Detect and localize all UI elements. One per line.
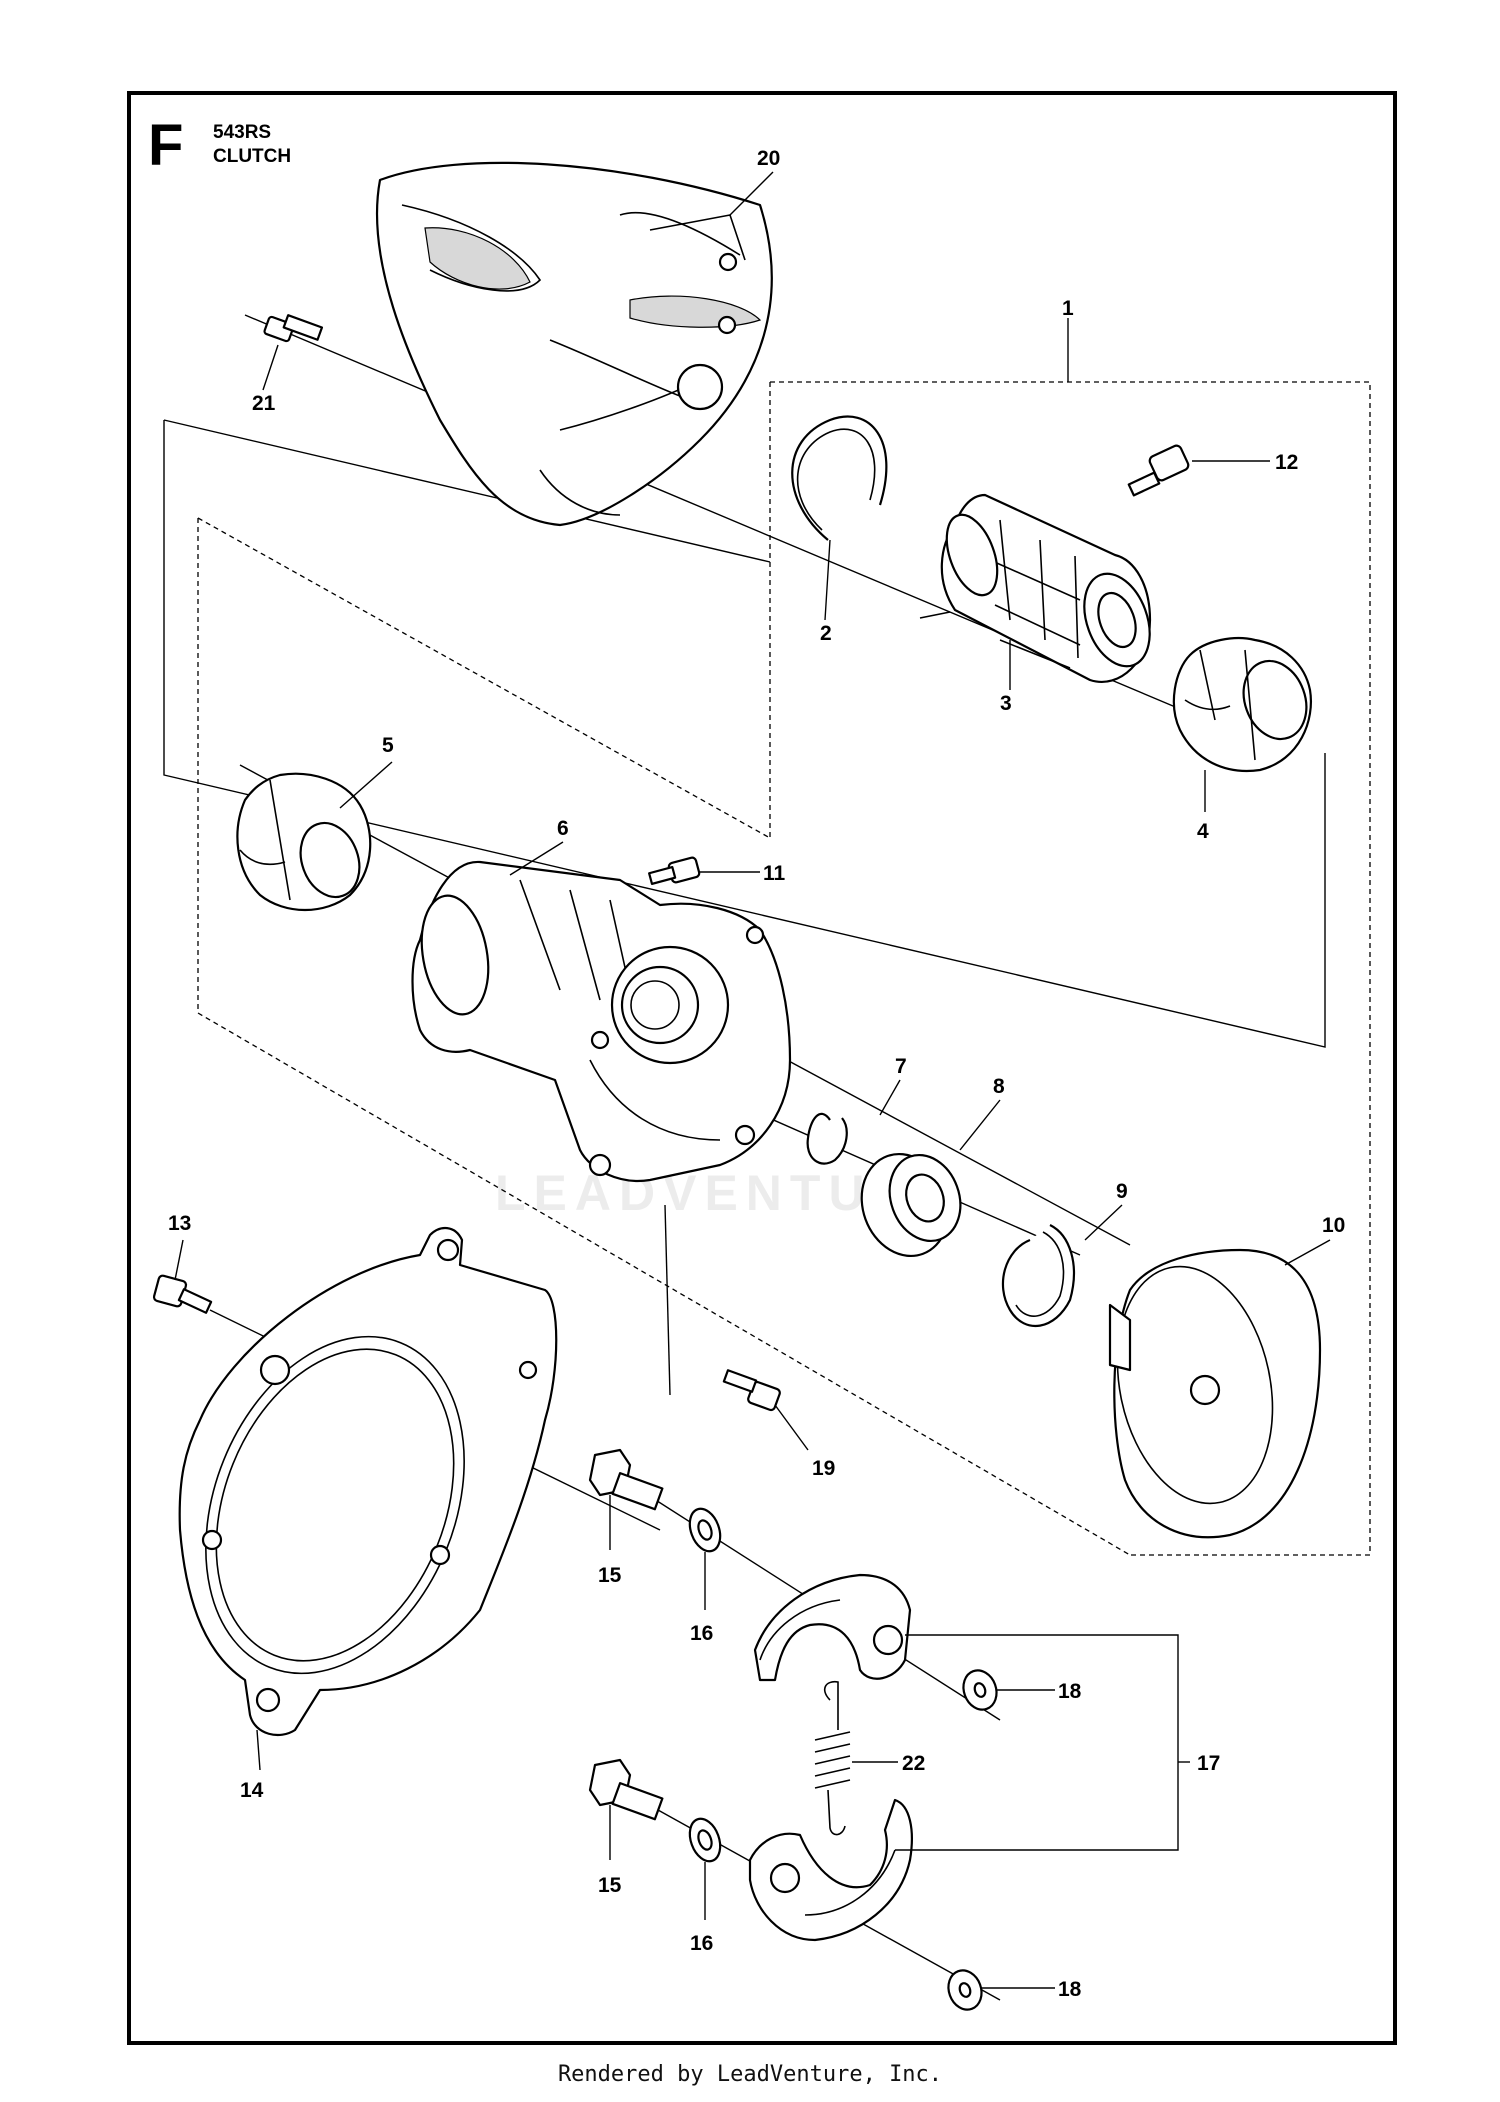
part-11-screw bbox=[648, 856, 701, 886]
part-15-bolt-upper bbox=[588, 1448, 664, 1511]
part-8-bearing bbox=[860, 1152, 962, 1258]
callout-21: 21 bbox=[252, 392, 276, 415]
callout-18: 18 bbox=[1058, 1680, 1082, 1703]
section-letter: F bbox=[148, 113, 183, 178]
callout-16: 16 bbox=[690, 1622, 713, 1645]
callout-10: 10 bbox=[1322, 1214, 1345, 1237]
callout-12: 12 bbox=[1275, 451, 1298, 474]
callout-15-lower: 15 bbox=[598, 1874, 622, 1897]
part-14-housing bbox=[178, 1227, 558, 1737]
diagram-title: CLUTCH bbox=[213, 146, 291, 167]
callout-17: 17 bbox=[1197, 1752, 1220, 1775]
model-number: 543RS bbox=[213, 122, 271, 143]
part-13-screw bbox=[152, 1274, 213, 1314]
callout-6: 6 bbox=[557, 817, 569, 840]
part-3-shaft-tube bbox=[919, 493, 1152, 683]
callout-8: 8 bbox=[993, 1075, 1005, 1098]
part-9-snap-ring bbox=[1001, 1224, 1075, 1328]
group-1-box bbox=[770, 381, 1371, 1556]
part-20-clutch-cover bbox=[375, 161, 773, 527]
callout-14: 14 bbox=[240, 1779, 264, 1802]
callout-18-lower: 18 bbox=[1058, 1978, 1082, 2001]
callout-16-lower: 16 bbox=[690, 1932, 713, 1955]
diagram-frame bbox=[127, 91, 1397, 2045]
part-6-clutch-housing bbox=[411, 860, 792, 1183]
footer-credit: Rendered by LeadVenture, Inc. bbox=[557, 2062, 943, 2087]
part-2-retaining-ring bbox=[791, 415, 888, 541]
callout-22: 22 bbox=[902, 1752, 925, 1775]
part-22-spring bbox=[814, 1680, 851, 1836]
part-4-collar-nut bbox=[1172, 637, 1312, 772]
callout-13: 13 bbox=[168, 1212, 191, 1235]
callout-1: 1 bbox=[1062, 297, 1074, 320]
callout-20: 20 bbox=[757, 147, 780, 170]
part-19-screw bbox=[722, 1369, 781, 1412]
part-18-washer-lower bbox=[947, 1969, 983, 2011]
callout-9: 9 bbox=[1116, 1180, 1128, 1203]
part-10-clutch-drum bbox=[1108, 1248, 1322, 1539]
part-7-circlip bbox=[806, 1112, 848, 1165]
part-17-clutch-shoe-lower bbox=[748, 1798, 913, 1942]
part-12-screw bbox=[1127, 444, 1190, 497]
callout-11: 11 bbox=[763, 862, 786, 885]
callout-2: 2 bbox=[820, 622, 832, 645]
part-18-washer-upper bbox=[962, 1669, 998, 1711]
callout-19: 19 bbox=[812, 1457, 835, 1480]
callout-15: 15 bbox=[598, 1564, 622, 1587]
assembly-outline-solid bbox=[163, 420, 1326, 1048]
part-21-screw bbox=[263, 314, 324, 343]
callout-4: 4 bbox=[1197, 820, 1209, 843]
callout-5: 5 bbox=[382, 734, 394, 757]
part-16-washer-upper bbox=[688, 1507, 722, 1553]
callout-7: 7 bbox=[895, 1055, 907, 1078]
part-17-clutch-shoe-upper bbox=[753, 1573, 912, 1682]
part-5-nut bbox=[236, 772, 372, 911]
assembly-outline-dashed bbox=[197, 518, 1131, 1556]
part-15-bolt-lower bbox=[588, 1758, 664, 1821]
part-16-washer-lower bbox=[688, 1817, 722, 1863]
callout-3: 3 bbox=[1000, 692, 1012, 715]
part-17-bracket bbox=[895, 1634, 1179, 1851]
